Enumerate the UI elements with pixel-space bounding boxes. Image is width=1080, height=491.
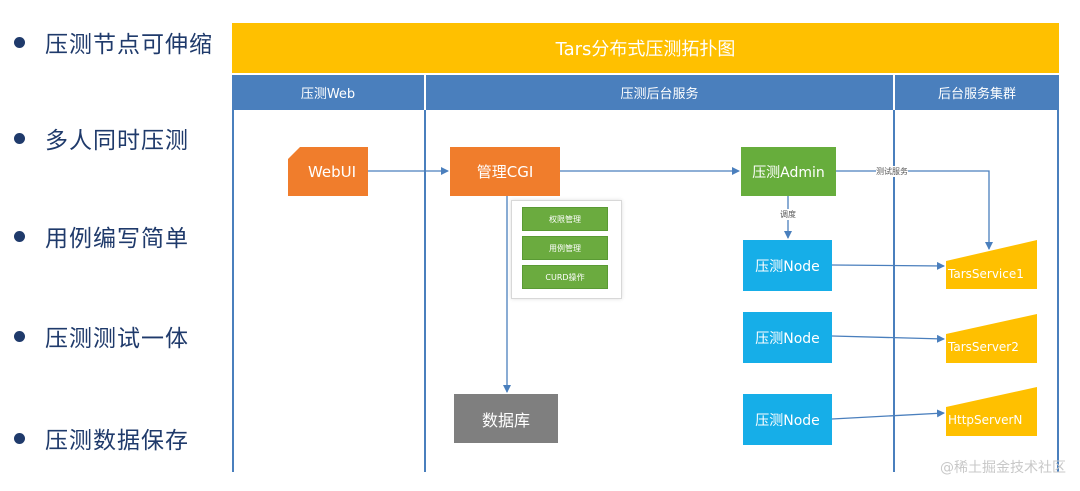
bullet-dot-icon (14, 330, 25, 342)
case-item: 用例管理 (522, 236, 608, 260)
webui-shape (288, 147, 368, 196)
column-header-web: 压测Web (232, 75, 424, 110)
feature-text: 压测节点可伸缩 (45, 32, 213, 58)
edge-node1-service1 (831, 261, 945, 270)
feature-item: 压测数据保存 (14, 421, 189, 455)
perm-item: 权限管理 (522, 207, 608, 231)
webui-node: WebUI (307, 162, 357, 181)
bullet-dot-icon (14, 432, 25, 444)
connector-layer (288, 147, 1037, 436)
edge-label-test-service: 测试服务 (876, 166, 908, 177)
edge-node2-service2 (831, 334, 945, 343)
stress-node-1: 压测Node (743, 240, 832, 291)
service1-shape (946, 240, 1037, 289)
column-cluster (893, 110, 1059, 472)
admin-node: 压测Admin (741, 147, 836, 196)
column-header-cluster: 后台服务集群 (895, 75, 1059, 110)
curd-item: CURD操作 (522, 265, 608, 289)
feature-text: 多人同时压测 (45, 128, 189, 154)
database-node: 数据库 (454, 394, 558, 443)
bullet-dot-icon (14, 230, 25, 242)
feature-item: 多人同时压测 (14, 121, 189, 155)
service3-shape (946, 387, 1037, 436)
feature-text: 压测数据保存 (45, 428, 189, 454)
column-header-backend: 压测后台服务 (426, 75, 893, 110)
feature-text: 用例编写简单 (45, 226, 189, 252)
column-backend (424, 110, 895, 472)
feature-item: 用例编写简单 (14, 219, 189, 253)
bullet-dot-icon (14, 36, 25, 48)
service-3-label: HttpServerN (948, 413, 1023, 427)
service-2-label: TarsServer2 (948, 340, 1019, 354)
watermark: @稀土掘金技术社区 (940, 460, 1066, 476)
feature-item: 压测节点可伸缩 (14, 25, 213, 59)
edge-label-schedule: 调度 (780, 209, 796, 220)
diagram-title: Tars分布式压测拓扑图 (232, 23, 1059, 73)
service2-shape (946, 314, 1037, 363)
edge-admin-service (836, 170, 993, 250)
edge-node3-service3 (831, 409, 945, 420)
bullet-dot-icon (14, 132, 25, 144)
feature-text: 压测测试一体 (45, 326, 189, 352)
stress-node-3: 压测Node (743, 394, 832, 445)
cgi-node: 管理CGI (450, 147, 560, 196)
topology-diagram: Tars分布式压测拓扑图 压测Web 压测后台服务 后台服务集群 WebUI 管… (232, 23, 1059, 472)
stress-node-2: 压测Node (743, 312, 832, 363)
feature-item: 压测测试一体 (14, 319, 189, 353)
service-1-label: TarsService1 (948, 267, 1024, 281)
feature-list: 压测节点可伸缩 多人同时压测 用例编写简单 压测测试一体 压测数据保存 (0, 0, 225, 491)
column-web (232, 110, 426, 472)
